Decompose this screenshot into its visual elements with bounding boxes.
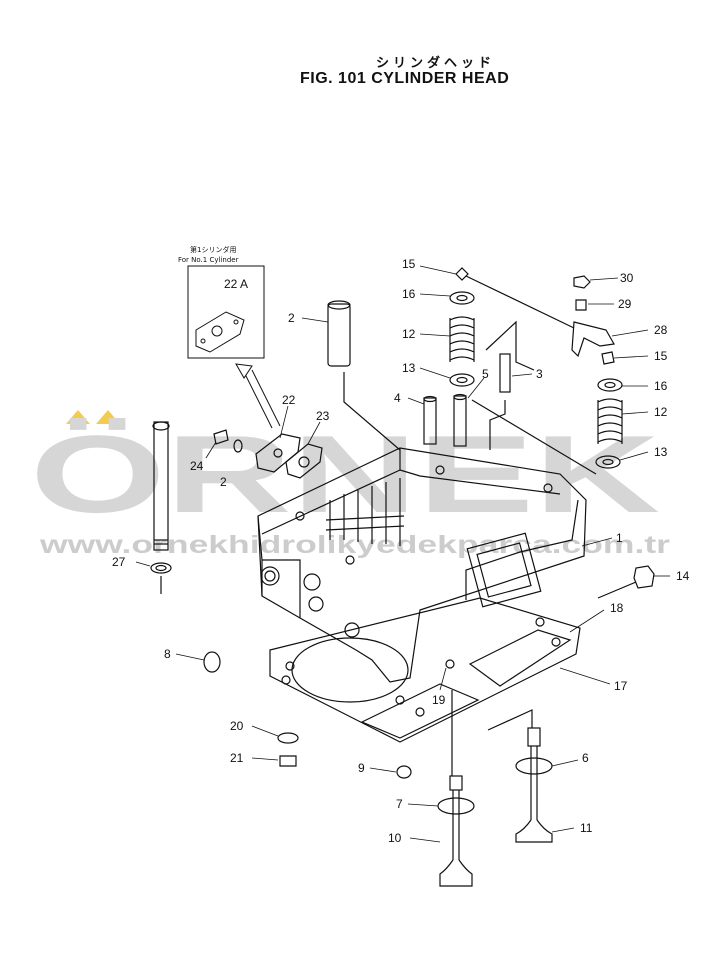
spring-retainer xyxy=(597,378,623,392)
port-hole xyxy=(260,566,280,586)
cover-bolt xyxy=(213,429,229,445)
inset-bolt-hole xyxy=(233,319,239,325)
bolt-washer xyxy=(150,562,172,574)
callout-1: 1 xyxy=(616,531,623,545)
nozzle-holder-cap xyxy=(597,565,655,599)
valve-spring-stack-left xyxy=(449,267,575,387)
callout-8: 8 xyxy=(164,647,171,661)
inset-cover-hole xyxy=(211,325,223,337)
callout-20: 20 xyxy=(230,719,244,733)
cover-washer xyxy=(233,439,243,453)
callout-2b: 2 xyxy=(220,475,227,489)
callout-12b: 12 xyxy=(654,405,668,419)
valve-tip xyxy=(449,775,463,791)
callout-23: 23 xyxy=(316,409,330,423)
callout-11: 11 xyxy=(580,821,593,835)
callout-4: 4 xyxy=(394,391,401,405)
inset-note-english: For No.1 Cylinder xyxy=(178,256,239,264)
callout-17: 17 xyxy=(614,679,628,693)
expansion-plug xyxy=(203,651,221,673)
rocker-arm xyxy=(571,321,615,358)
callout-19: 19 xyxy=(432,693,446,707)
valve-cotter xyxy=(455,267,469,281)
title-japanese: シリンダヘッド xyxy=(376,56,496,71)
exhaust-valve xyxy=(515,819,553,843)
inset-arrow xyxy=(235,363,281,429)
gasket-bore xyxy=(291,637,409,703)
watermark: ÖRNEK www.ornekhidrolikyedekparca.com.tr xyxy=(30,410,670,559)
callout-16b: 16 xyxy=(654,379,668,393)
callout-14: 14 xyxy=(676,569,690,583)
valves xyxy=(437,690,553,887)
inset-note-japanese: 第1シリンダ用 xyxy=(190,245,236,254)
dowel-pin xyxy=(499,353,511,393)
callout-16: 16 xyxy=(402,287,416,301)
callout-29: 29 xyxy=(618,297,632,311)
callout-28: 28 xyxy=(654,323,668,337)
valve-guide-long xyxy=(453,395,467,447)
callout-3: 3 xyxy=(536,367,543,381)
adjuster-screw xyxy=(575,299,587,311)
plug xyxy=(396,765,412,779)
watermark-accent-mark xyxy=(96,410,120,424)
callout-9: 9 xyxy=(358,761,365,775)
callout-15b: 15 xyxy=(654,349,668,363)
head-side-cover xyxy=(466,532,542,608)
port-hole xyxy=(344,622,360,638)
spring-retainer xyxy=(449,291,475,305)
callout-6: 6 xyxy=(582,751,589,765)
gasket-port-opening xyxy=(360,683,480,739)
callout-5: 5 xyxy=(482,367,489,381)
inset-cover-plate xyxy=(195,311,245,353)
plugs-and-washers xyxy=(203,651,412,779)
callout-10: 10 xyxy=(388,831,402,845)
port-hole xyxy=(308,596,324,612)
valve-spring xyxy=(597,398,623,443)
callout-13b: 13 xyxy=(654,445,668,459)
callout-24: 24 xyxy=(190,459,204,473)
valve-seat-insert xyxy=(515,757,553,775)
callout-13: 13 xyxy=(402,361,416,375)
inset-no1-cylinder: 第1シリンダ用 For No.1 Cylinder 22 A xyxy=(178,245,265,359)
callout-22: 22 xyxy=(282,393,296,407)
callout-27: 27 xyxy=(112,555,126,569)
head-bolt xyxy=(150,421,172,594)
callout-21: 21 xyxy=(230,751,244,765)
leader-lines xyxy=(135,265,670,843)
inset-frame xyxy=(187,265,265,359)
watermark-url: www.ornekhidrolikyedekparca.com.tr xyxy=(39,531,671,559)
valve-spring-stack-right xyxy=(471,275,623,475)
inset-bolt-hole xyxy=(200,338,206,344)
callout-2: 2 xyxy=(288,311,295,325)
valve-cotter xyxy=(601,351,615,365)
callout-30: 30 xyxy=(620,271,634,285)
spring-seat xyxy=(449,373,475,387)
callout-15: 15 xyxy=(402,257,416,271)
spring-seat xyxy=(595,455,621,469)
cylinder-head-body xyxy=(257,447,587,683)
callout-7: 7 xyxy=(396,797,403,811)
guides-and-pins xyxy=(327,300,511,451)
drain-plug xyxy=(279,755,297,767)
valve-spring xyxy=(449,316,475,361)
gasket-port-opening xyxy=(468,629,572,687)
valve-tip xyxy=(527,727,541,747)
valve-seat-insert xyxy=(437,797,475,815)
figure-title: FIG. 101 CYLINDER HEAD xyxy=(300,70,510,87)
valve-guide-short xyxy=(423,397,437,445)
plug-washer xyxy=(277,732,299,744)
callout-12: 12 xyxy=(402,327,416,341)
adjuster-nut xyxy=(573,275,591,289)
watermark-accent-mark xyxy=(66,410,90,424)
callout-18: 18 xyxy=(610,601,624,615)
callout-labels: 15 16 2 12 13 5 3 4 22 23 24 2 30 29 28 … xyxy=(112,257,690,845)
intake-valve xyxy=(439,859,473,887)
valve-guide xyxy=(327,303,351,367)
port-hole xyxy=(303,573,321,591)
head-gasket xyxy=(269,597,581,743)
inset-part-label: 22 A xyxy=(224,277,248,291)
